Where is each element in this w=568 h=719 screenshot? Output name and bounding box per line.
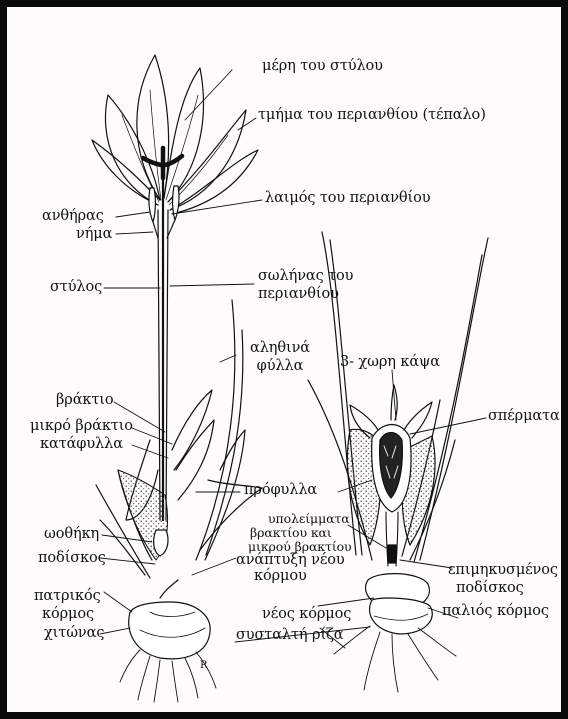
- label-capsule: 3- χωρη κάψα: [340, 354, 440, 371]
- label-mother-corm-1: πατρικός: [34, 588, 101, 605]
- label-true-leaves-2: φύλλα: [240, 358, 320, 375]
- label-bract-remnants-1: υπολείμματα: [268, 512, 350, 526]
- label-elongated-1: επιμηκυσμένος: [448, 562, 558, 579]
- label-filament: νήμα: [76, 226, 112, 243]
- label-anther: ανθήρας: [42, 208, 104, 225]
- label-bract-remnants-2: βρακτίου και: [250, 526, 332, 540]
- label-old-corm: παλιός κόρμος: [442, 603, 549, 620]
- stigma-branches: [143, 148, 182, 178]
- right-corms: [366, 574, 433, 634]
- label-style: στύλος: [50, 279, 102, 296]
- label-new-corm-dev-2: κόρμου: [254, 568, 307, 585]
- label-perianth-segment: τμήμα του περιανθίου (τέπαλο): [258, 107, 486, 124]
- label-contractile-root: συσταλτή ρίζα: [236, 627, 344, 644]
- label-bract: βράκτιο: [56, 392, 114, 409]
- label-cataphylls: κατάφυλλα: [40, 436, 123, 453]
- perianth-tube: [158, 178, 168, 520]
- label-mother-corm-2: κόρμος: [42, 606, 94, 623]
- label-new-corm-dev-1: ανάπτυξη νέου: [236, 552, 345, 569]
- label-prophylls: πρόφυλλα: [244, 482, 317, 499]
- label-perianth-tube-2: περιανθίου: [258, 286, 339, 303]
- label-bracteole: μικρό βράκτιο: [30, 418, 133, 435]
- label-ovary: ωοθήκη: [44, 526, 99, 543]
- label-seeds: σπέρματα: [488, 408, 560, 425]
- label-style-branches: μέρη του στύλου: [262, 58, 383, 75]
- label-perianth-tube-1: σωλήνας του: [258, 268, 353, 285]
- roots-right: [334, 626, 456, 692]
- label-pedicel: ποδίσκος: [38, 550, 106, 567]
- mother-corm: [129, 580, 210, 659]
- ovary: [154, 530, 168, 556]
- label-perianth-throat: λαιμός του περιανθίου: [265, 190, 430, 207]
- label-elongated-2: ποδίσκος: [456, 580, 524, 597]
- label-new-corm: νέος κόρμος: [262, 606, 351, 623]
- plate-mark: R: [200, 660, 208, 671]
- label-tunic: χιτώνας: [44, 625, 104, 642]
- elongated-pedicel: [386, 512, 398, 566]
- label-true-leaves-1: αληθινά: [240, 340, 320, 357]
